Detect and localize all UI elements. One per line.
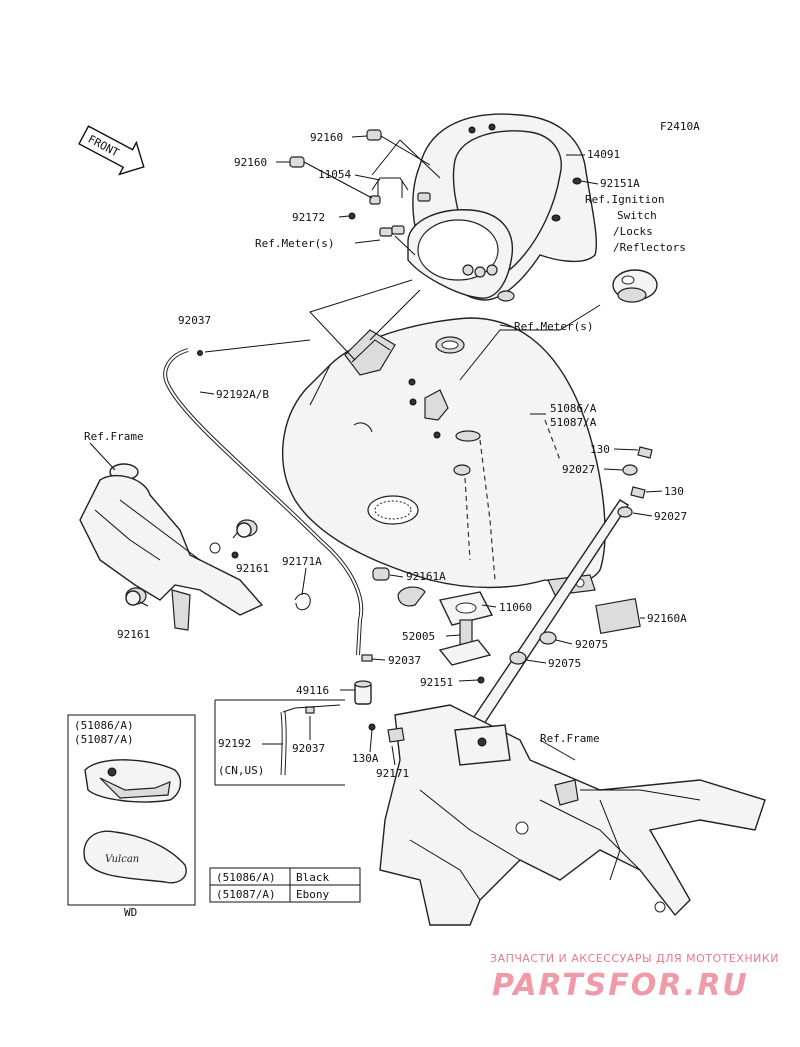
label-92075-upper: 92075 bbox=[575, 638, 608, 651]
label-92037-mid: 92037 bbox=[388, 654, 421, 667]
label-11054: 11054 bbox=[318, 168, 351, 181]
label-92192: 92192 bbox=[218, 737, 251, 750]
label-130-top: 130 bbox=[590, 443, 610, 456]
label-130A: 130A bbox=[352, 752, 379, 765]
color-table-color-2: Ebony bbox=[296, 888, 329, 901]
watermark-brand: PARTSFOR.RU bbox=[492, 968, 749, 1003]
figure-code: F2410A bbox=[660, 120, 700, 133]
fuel-pump-assembly bbox=[397, 586, 494, 666]
label-92171A: 92171A bbox=[282, 555, 322, 568]
label-92151: 92151 bbox=[420, 676, 453, 689]
label-92171: 92171 bbox=[376, 767, 409, 780]
color-table-code-2: (51087/A) bbox=[216, 888, 276, 901]
fuel-tank-part bbox=[281, 317, 606, 596]
cushion-92161-upper bbox=[236, 519, 258, 538]
label-92161A: 92161A bbox=[406, 570, 446, 583]
vulcan-logo-icon: Vulcan bbox=[105, 854, 139, 865]
watermark: ЗАПЧАСТИ И АКСЕССУАРЫ ДЛЯ МОТОТЕХНИКИ PA… bbox=[490, 952, 779, 1003]
label-92037-top: 92037 bbox=[178, 314, 211, 327]
label-92037-box: 92037 bbox=[292, 742, 325, 755]
label-92027-top: 92027 bbox=[562, 463, 595, 476]
grommet-92160-top bbox=[366, 129, 382, 141]
label-130-mid: 130 bbox=[664, 485, 684, 498]
label-92160-top: 92160 bbox=[310, 131, 343, 144]
frame-rear bbox=[379, 704, 766, 926]
label-11060: 11060 bbox=[499, 601, 532, 614]
watermark-tagline: ЗАПЧАСТИ И АКСЕССУАРЫ ДЛЯ МОТОТЕХНИКИ bbox=[490, 952, 779, 965]
meter-assembly-part bbox=[407, 209, 515, 302]
color-table: (51086/A) Black (51087/A) Ebony bbox=[209, 867, 361, 903]
label-cn-us: (CN,US) bbox=[218, 764, 264, 777]
label-52005: 52005 bbox=[402, 630, 435, 643]
label-92160A: 92160A bbox=[647, 612, 687, 625]
label-92027-mid: 92027 bbox=[654, 510, 687, 523]
clamp-92171A bbox=[294, 593, 311, 611]
label-ref-ignition-2: Switch bbox=[617, 209, 657, 222]
grommet-92160-left bbox=[289, 156, 305, 168]
cn-us-hose-box bbox=[214, 699, 345, 786]
fitting-49116 bbox=[354, 680, 372, 705]
label-ref-frame-1: Ref.Frame bbox=[84, 430, 144, 443]
screw-92172 bbox=[348, 212, 356, 220]
leader-lines bbox=[89, 135, 663, 766]
label-ref-frame-2: Ref.Frame bbox=[540, 732, 600, 745]
wd-inset: Vulcan bbox=[67, 714, 196, 906]
label-ref-meter-1: Ref.Meter(s) bbox=[255, 237, 334, 250]
front-arrow-icon: FRONT bbox=[78, 125, 145, 176]
meter-grommets bbox=[379, 225, 405, 237]
label-ref-ignition-3: /Locks bbox=[613, 225, 653, 238]
part-labels: 92160 14091 92160 11054 92151A Ref.Ignit… bbox=[74, 131, 687, 919]
color-table-code-1: (51086/A) bbox=[216, 871, 276, 884]
label-51086A: 51086/A bbox=[550, 402, 597, 415]
bolt-130A bbox=[368, 723, 376, 731]
cushion-92161-lower bbox=[125, 587, 147, 606]
bolt-92151 bbox=[477, 676, 485, 684]
label-49116: 49116 bbox=[296, 684, 329, 697]
fuel-cap-part bbox=[612, 269, 658, 303]
label-inset-51087A: (51087/A) bbox=[74, 733, 134, 746]
label-92075-lower: 92075 bbox=[548, 657, 581, 670]
label-ref-meter-2: Ref.Meter(s) bbox=[514, 320, 593, 333]
bracket-11054 bbox=[369, 177, 431, 205]
label-92160-left: 92160 bbox=[234, 156, 267, 169]
label-92151A: 92151A bbox=[600, 177, 640, 190]
label-ref-ignition-1: Ref.Ignition bbox=[585, 193, 664, 206]
label-wd: WD bbox=[124, 906, 137, 919]
label-92192AB: 92192A/B bbox=[216, 388, 269, 401]
color-table-color-1: Black bbox=[296, 871, 329, 884]
fuel-hose-92192AB bbox=[163, 348, 364, 656]
label-92161-upper: 92161 bbox=[236, 562, 269, 575]
label-ref-ignition-4: /Reflectors bbox=[613, 241, 686, 254]
cushion-92161A bbox=[372, 567, 390, 581]
label-14091: 14091 bbox=[587, 148, 620, 161]
clip-92037 bbox=[361, 654, 373, 662]
label-92172: 92172 bbox=[292, 211, 325, 224]
rear-mount-rail bbox=[444, 446, 653, 770]
label-inset-51086A: (51086/A) bbox=[74, 719, 134, 732]
frame-front-left bbox=[79, 463, 264, 631]
label-92161-lower: 92161 bbox=[117, 628, 150, 641]
label-51087A: 51087/A bbox=[550, 416, 597, 429]
